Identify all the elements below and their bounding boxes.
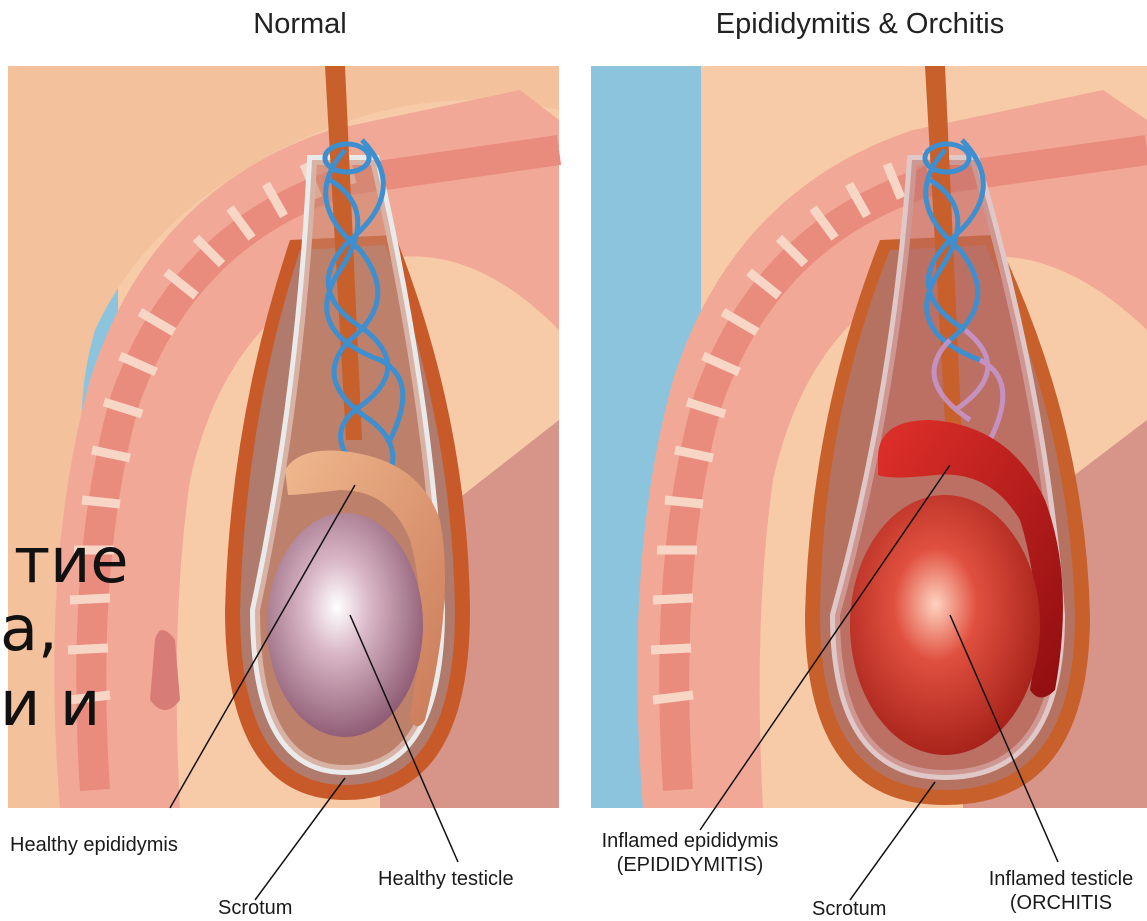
- overlay-text-line2: а,: [0, 595, 58, 663]
- label-inflamed-testicle: Inflamed testicle (ORCHITIS: [975, 867, 1147, 915]
- label-inflamed-testicle-line2: (ORCHITIS: [975, 891, 1147, 915]
- overlay-text-line1: тие: [14, 527, 129, 595]
- label-healthy-epididymis: Healthy epididymis: [10, 833, 178, 857]
- label-healthy-testicle: Healthy testicle: [378, 867, 514, 891]
- label-inflamed-epididymis-line1: Inflamed epididymis: [590, 829, 790, 853]
- healthy-testicle-shape: [267, 513, 423, 737]
- label-inflamed-testicle-line1: Inflamed testicle: [975, 867, 1147, 891]
- label-scrotum-normal: Scrotum: [218, 896, 292, 920]
- label-scrotum-inflamed: Scrotum: [812, 897, 886, 921]
- inflamed-testicle-shape: [850, 495, 1040, 755]
- inflamed-panel-title: Epididymitis & Orchitis: [660, 8, 1060, 41]
- label-inflamed-epididymis: Inflamed epididymis (EPIDIDYMITIS): [590, 829, 790, 877]
- label-inflamed-epididymis-line2: (EPIDIDYMITIS): [590, 853, 790, 877]
- normal-panel-title: Normal: [180, 8, 420, 41]
- overlay-text-line3: и и: [0, 670, 100, 738]
